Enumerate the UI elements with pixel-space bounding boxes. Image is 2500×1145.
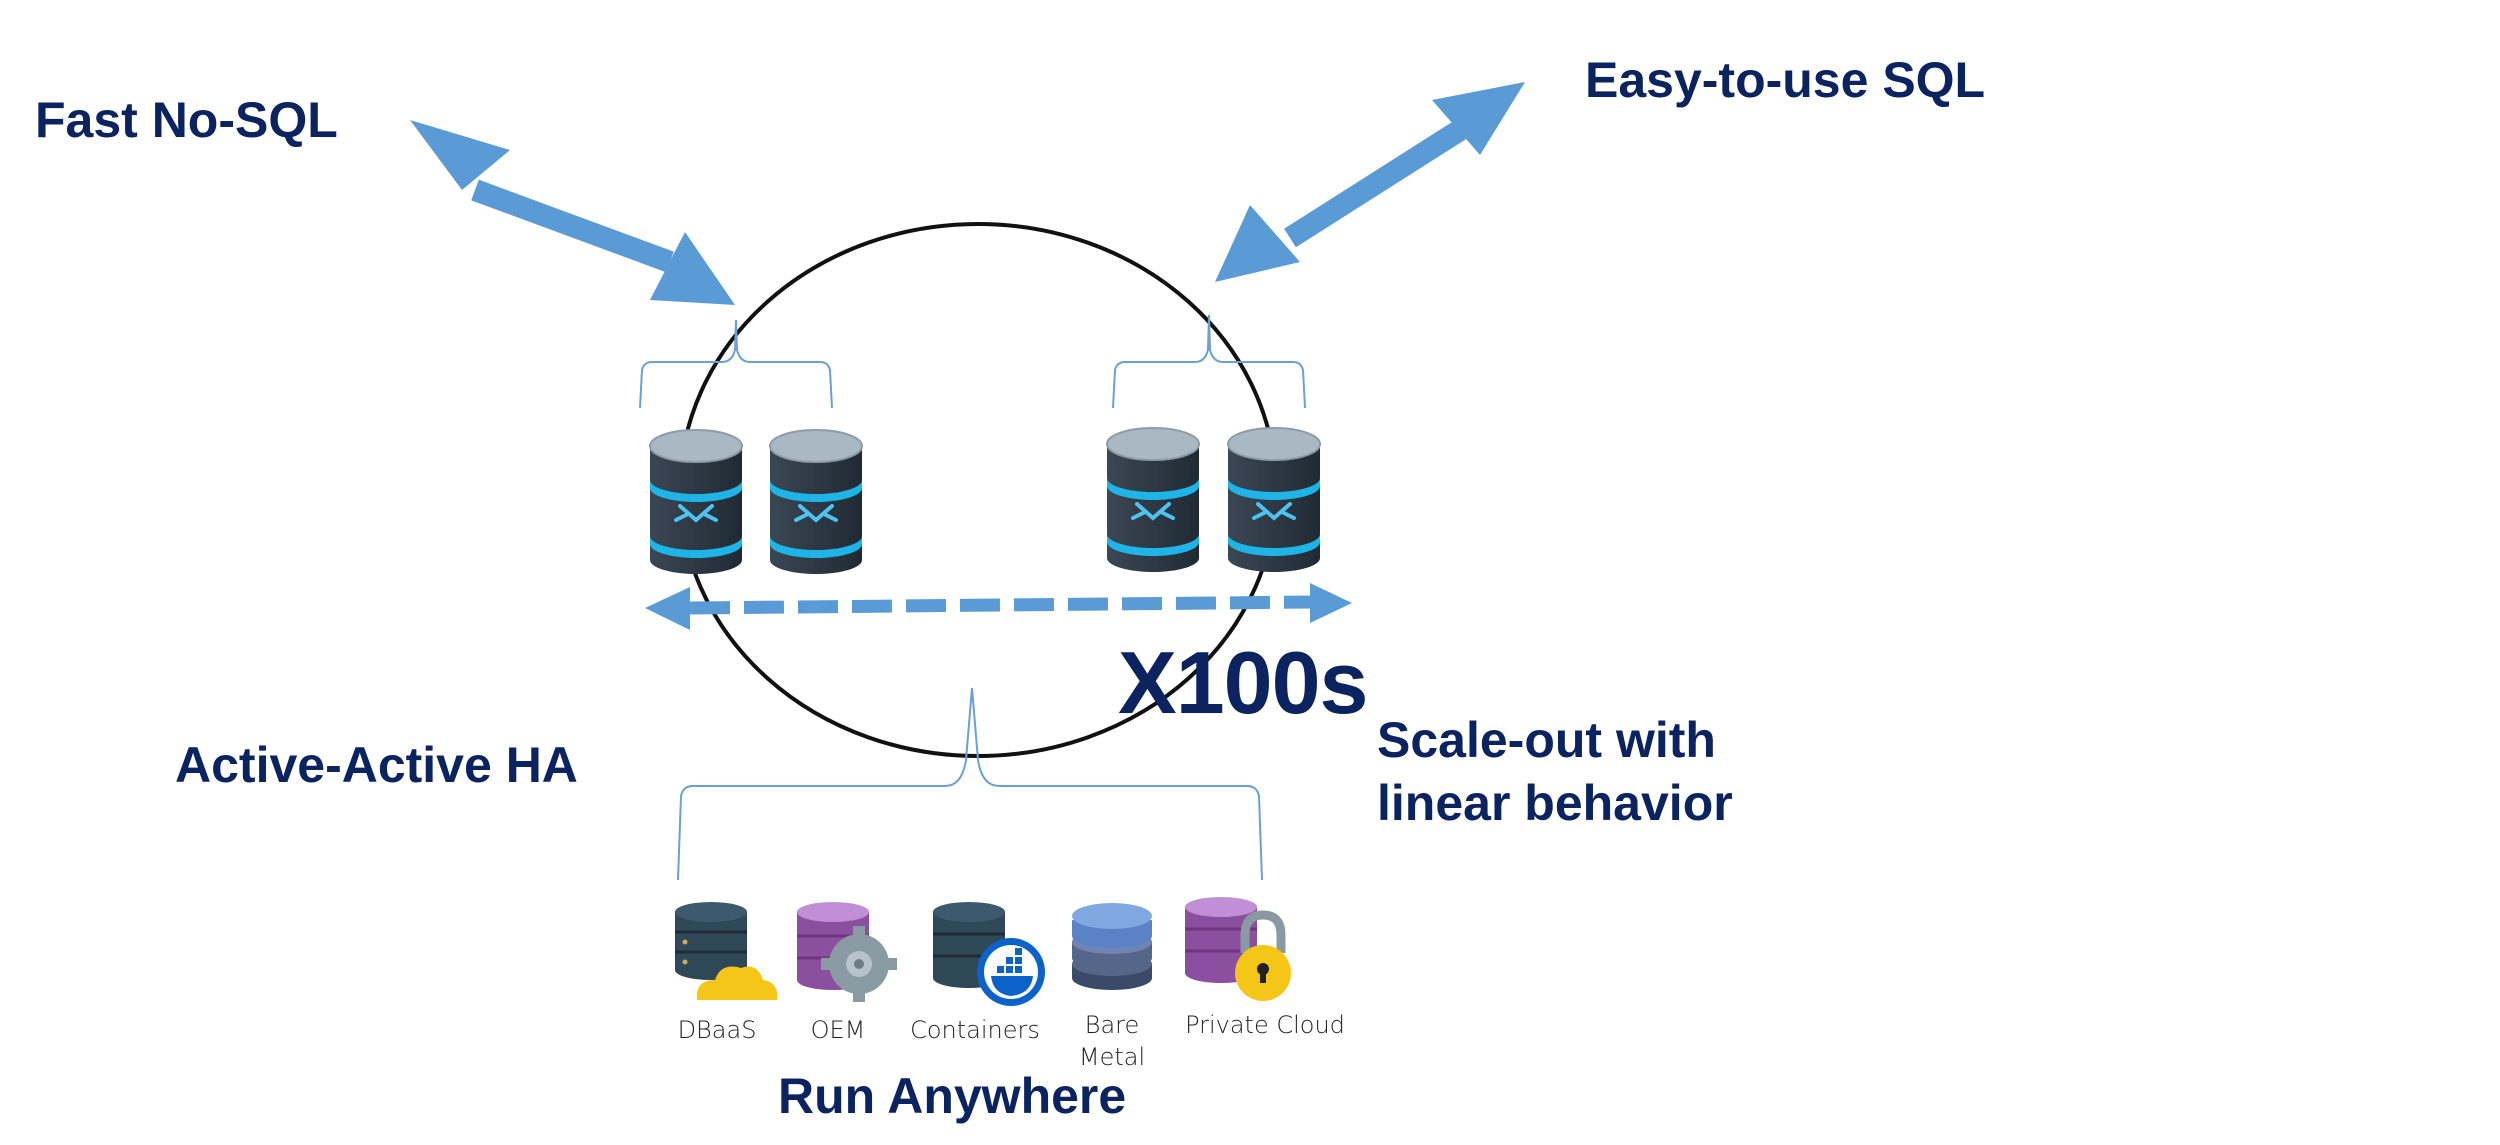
scale-out-label-line1: Scale-out with	[1377, 712, 1716, 768]
active-active-label: Active-Active HA	[175, 737, 578, 793]
database-gear-icon	[797, 902, 897, 1002]
left-node-bracket	[639, 319, 833, 409]
database-node-icon	[1105, 426, 1201, 574]
platform-label-dbaas: DBaaS	[677, 1016, 757, 1044]
sql-double-arrow	[1215, 82, 1525, 282]
platform-label-bare: Bare	[1084, 1011, 1140, 1039]
x100s-label: X100s	[1118, 633, 1368, 732]
platform-label-metal: Metal	[1078, 1043, 1146, 1071]
nosql-double-arrow	[410, 120, 735, 305]
platform-label-containers: Containers	[910, 1016, 1040, 1044]
right-node-bracket	[1112, 314, 1306, 409]
platform-label-oem: OEM	[810, 1016, 866, 1044]
platform-label-private-cloud: Private Cloud	[1185, 1011, 1345, 1039]
database-cloud-icon	[675, 902, 778, 1000]
database-node-icon	[1226, 426, 1322, 574]
scale-out-label-line2: linear behavior	[1377, 775, 1733, 831]
database-docker-icon	[933, 902, 1045, 1006]
database-lock-icon	[1185, 897, 1291, 1001]
stacked-disks-icon	[1072, 903, 1152, 990]
database-node-icon	[648, 428, 744, 576]
run-anywhere-label: Run Anywhere	[778, 1068, 1127, 1124]
fast-nosql-label: Fast No-SQL	[35, 92, 338, 148]
database-node-icon	[768, 428, 864, 576]
platforms-bracket	[677, 687, 1263, 881]
easy-sql-label: Easy-to-use SQL	[1585, 52, 1986, 108]
scale-out-dashed-arrow	[645, 583, 1352, 630]
